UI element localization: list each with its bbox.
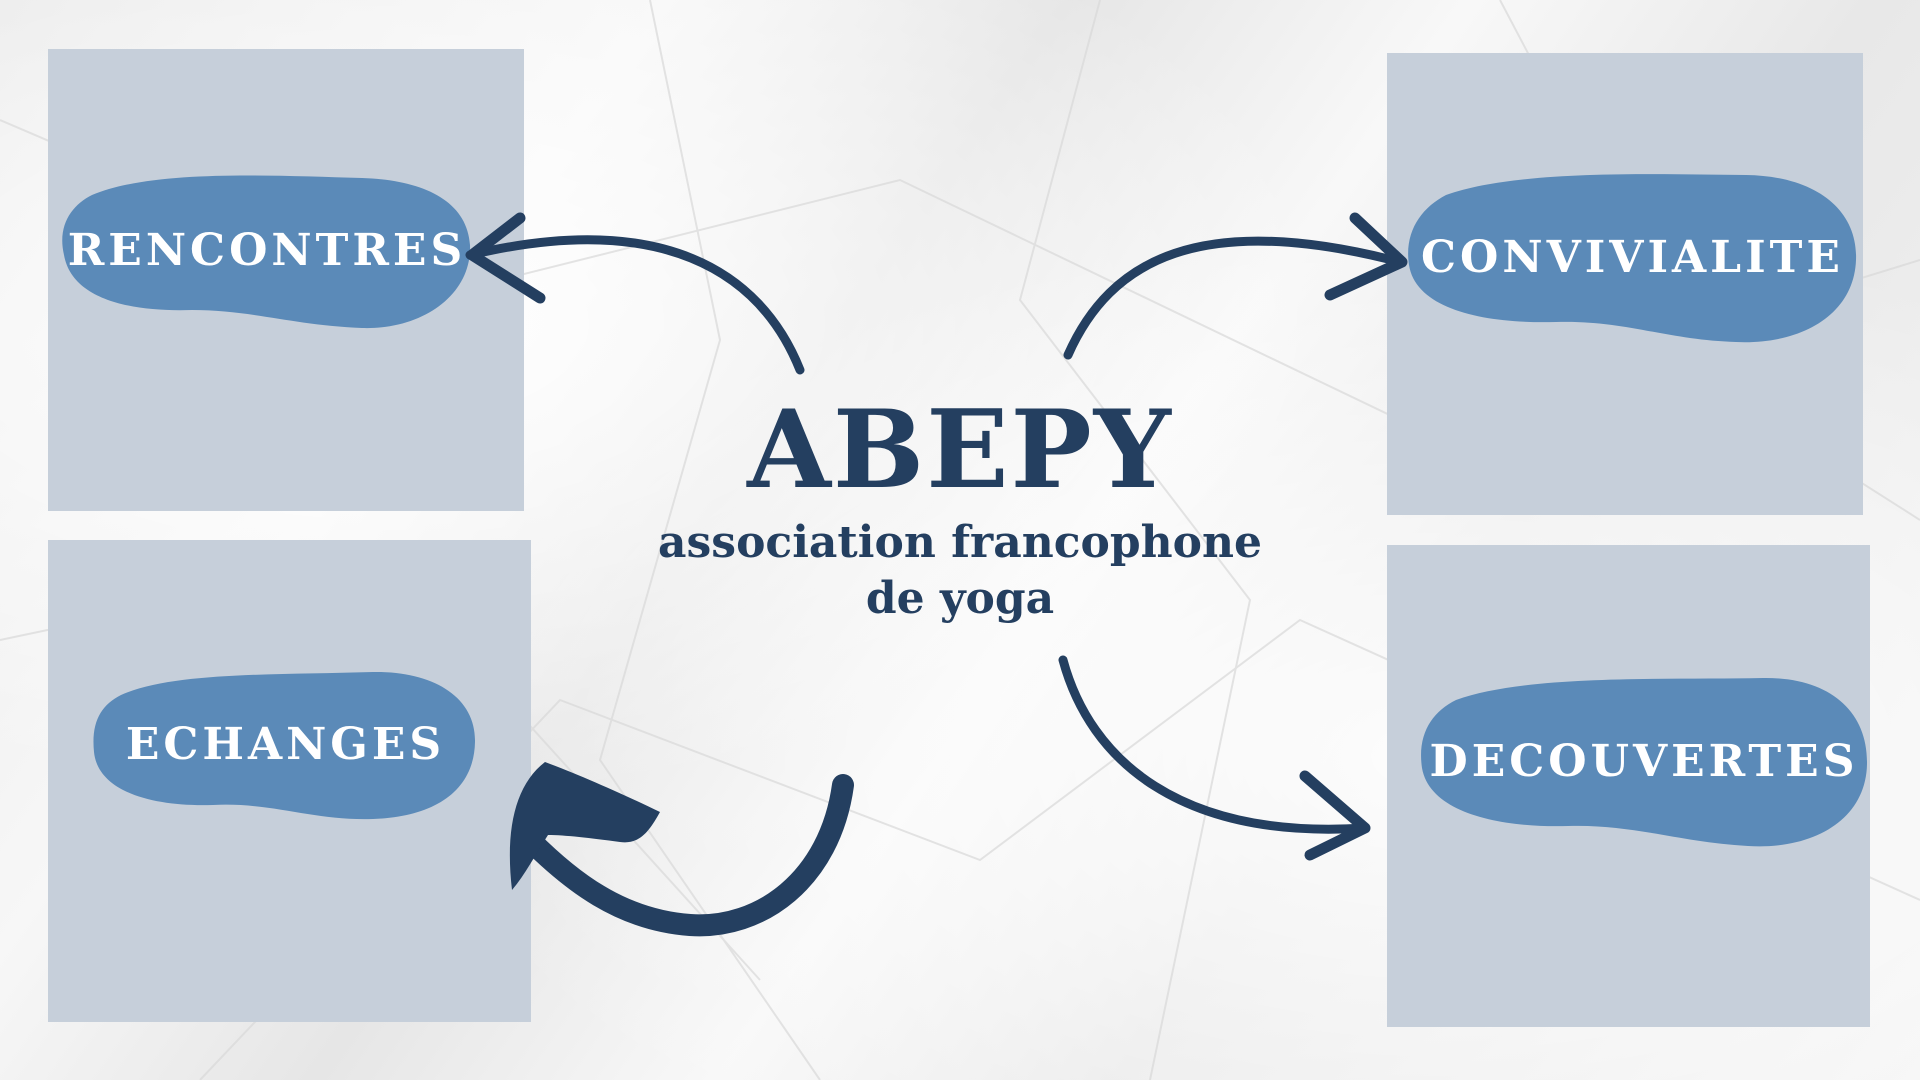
subtitle-line-1: association francophone [658,517,1262,568]
arrowhead-echanges [509,762,660,890]
node-rencontres: RENCONTRES [62,170,472,330]
subtitle-line-2: de yoga [865,573,1055,624]
node-decouvertes: DECOUVERTES [1418,672,1870,850]
node-echanges: ECHANGES [93,667,478,822]
subtitle: association francophone de yoga [590,515,1330,627]
arrowhead-convivialite [1324,212,1408,301]
arrowhead-rencontres [466,212,546,304]
node-label: CONVIVIALITE [1421,232,1844,283]
node-convivialite: CONVIVIALITE [1406,170,1859,345]
node-label: RENCONTRES [67,224,467,276]
node-label: DECOUVERTES [1429,735,1859,787]
node-label: ECHANGES [125,719,446,770]
arrow-to-convivialite [1063,236,1405,360]
arrow-to-rencontres [465,235,805,375]
main-title: ABEPY [747,387,1173,513]
arrow-to-echanges [519,774,854,937]
arrowhead-decouvertes [1299,770,1371,861]
arrow-to-decouvertes [1058,655,1370,834]
